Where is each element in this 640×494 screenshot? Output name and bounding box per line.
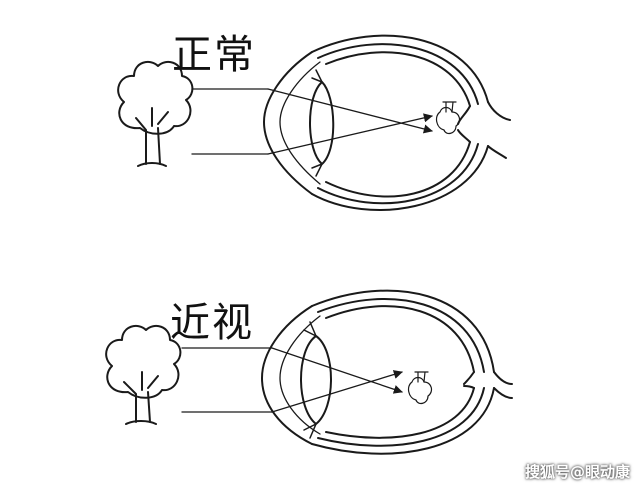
tree-icon <box>117 60 194 167</box>
refracted-rays <box>267 88 433 155</box>
ciliary-lower <box>311 163 323 177</box>
refracted-rays <box>271 347 403 413</box>
ciliary-lower <box>303 423 317 439</box>
lens <box>309 81 335 165</box>
ciliary-upper <box>311 69 323 83</box>
incoming-rays <box>181 347 273 413</box>
eyeball-outline <box>311 34 511 211</box>
retina-image-icon <box>435 101 461 135</box>
normal-panel <box>117 34 511 211</box>
normal-vision-label: 正常 <box>172 32 256 78</box>
lens <box>300 335 332 425</box>
tree-icon <box>105 324 182 425</box>
myopia-label: 近视 <box>170 300 254 346</box>
myopia-panel <box>105 289 513 455</box>
retina-image-icon <box>407 371 433 405</box>
cornea-inner <box>279 61 321 185</box>
incoming-rays <box>191 88 269 155</box>
cornea <box>263 51 313 195</box>
eyeball-outline <box>311 289 513 455</box>
cornea <box>261 305 313 445</box>
watermark: 搜狐号@眼动康 <box>524 463 630 481</box>
cornea-inner <box>279 315 321 435</box>
ciliary-upper <box>303 321 317 337</box>
